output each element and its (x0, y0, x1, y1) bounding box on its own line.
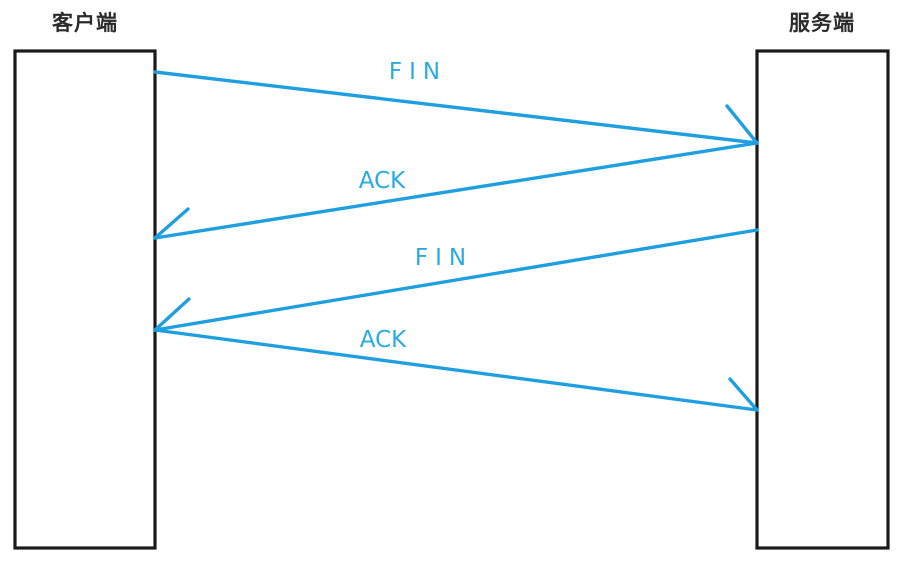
message-fin-1: FIN (153, 59, 759, 145)
fin-1-line (153, 70, 759, 145)
message-ack-1: ACK (153, 141, 759, 240)
fin-2-arrowhead (153, 297, 191, 332)
lifeline-server: 服务端 (755, 11, 890, 550)
fin-1-label: FIN (389, 59, 447, 85)
message-fin-2: FIN (153, 228, 759, 332)
fin-2-label: FIN (415, 245, 473, 271)
client-label: 客户端 (52, 11, 118, 35)
server-box (755, 49, 890, 550)
ack-2-line (153, 328, 759, 412)
server-label: 服务端 (789, 11, 855, 35)
message-ack-2: ACK (153, 327, 759, 412)
client-box (13, 49, 157, 550)
fin-1-arrowhead (725, 104, 759, 145)
ack-2-label: ACK (360, 327, 407, 353)
ack-1-line (153, 141, 759, 240)
lifeline-client: 客户端 (13, 11, 157, 550)
fin-2-line (153, 228, 759, 332)
ack-2-arrowhead (728, 377, 759, 412)
ack-1-label: ACK (359, 168, 406, 194)
ack-1-arrowhead (153, 207, 190, 240)
